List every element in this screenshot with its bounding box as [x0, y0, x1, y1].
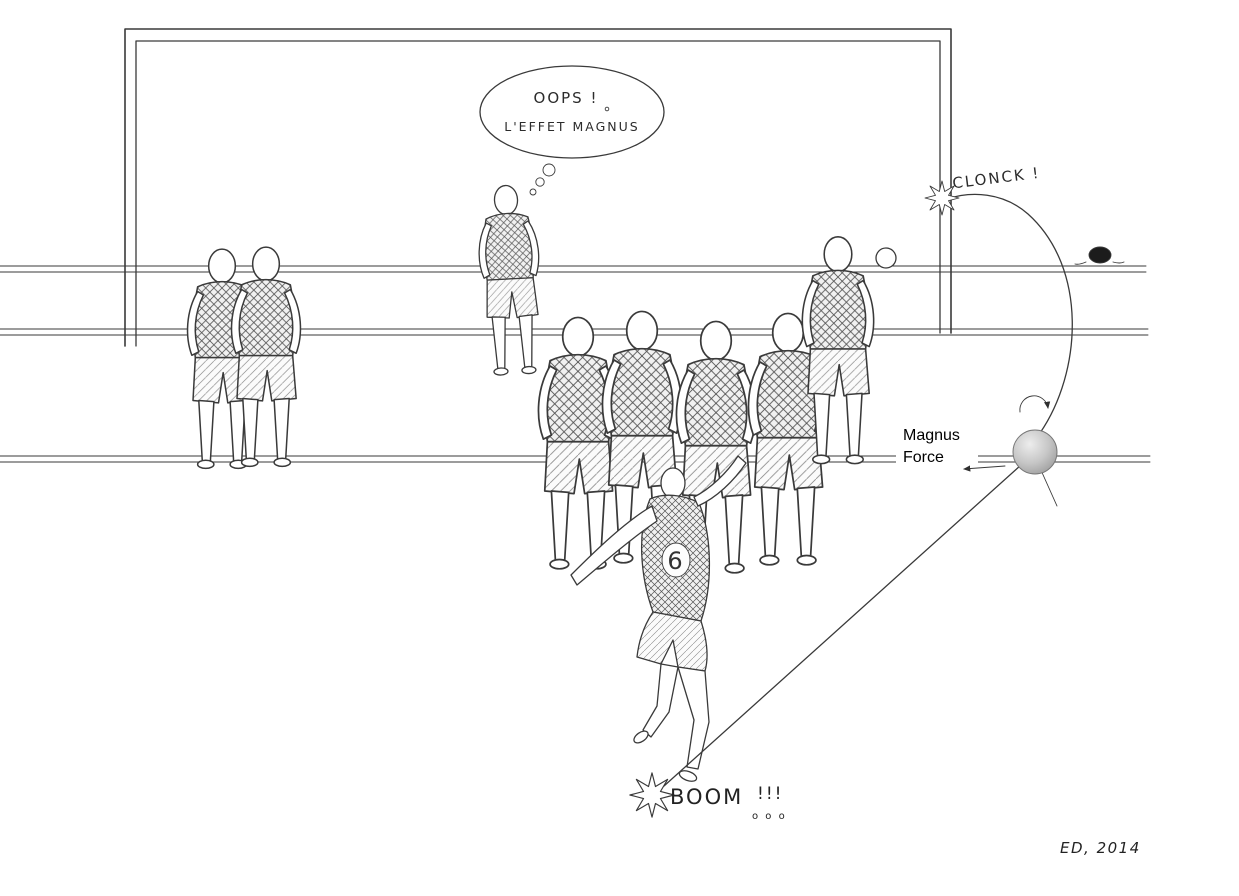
jersey-number-patch [661, 542, 691, 578]
trajectory-curve [946, 193, 1073, 434]
thought-bubble: OOPS ! L'EFFET MAGNUS [479, 65, 665, 196]
defenders-left-pair [186, 246, 302, 470]
impact-burst-icon [924, 180, 960, 216]
clonck-impact: CLONCK ! [924, 164, 1041, 216]
deflected-ball [875, 247, 897, 269]
background-scribble [1074, 246, 1125, 265]
magnus-force-label: Magnus Force [896, 420, 1006, 472]
impact-burst-icon [629, 772, 675, 818]
boom-dots: o o o [752, 811, 787, 822]
spin-arrow-icon [1019, 395, 1051, 413]
magnus-ball [1012, 395, 1058, 507]
magnus-label-line1: Magnus [903, 427, 960, 444]
goal-post-outer [124, 28, 952, 347]
boom-impact: BOOM !!! o o o [629, 772, 787, 822]
label-background [896, 420, 978, 470]
boom-text: BOOM [670, 785, 743, 809]
clonck-text: CLONCK ! [951, 164, 1041, 193]
artist-signature: ED, 2014 [1060, 839, 1141, 857]
scribble-ball [1088, 246, 1112, 264]
kicker-shorts [636, 611, 708, 672]
magnus-label-line2: Force [903, 449, 944, 466]
ball-trajectory [663, 193, 1073, 787]
boom-marks: !!! [757, 784, 783, 804]
goalkeeper [474, 183, 546, 377]
wall-player-1 [537, 316, 619, 570]
kicker-head [660, 467, 686, 499]
trajectory-straight [663, 455, 1032, 787]
spinning-ball [1012, 429, 1058, 475]
force-arrow-icon [963, 465, 1006, 472]
jersey-number: 6 [667, 547, 684, 575]
bubble-line1: OOPS ! [534, 89, 599, 107]
kicking-player: 6 [570, 455, 747, 782]
thought-bubble-shape [479, 65, 665, 159]
bubble-line2: L'EFFET MAGNUS [504, 119, 639, 134]
